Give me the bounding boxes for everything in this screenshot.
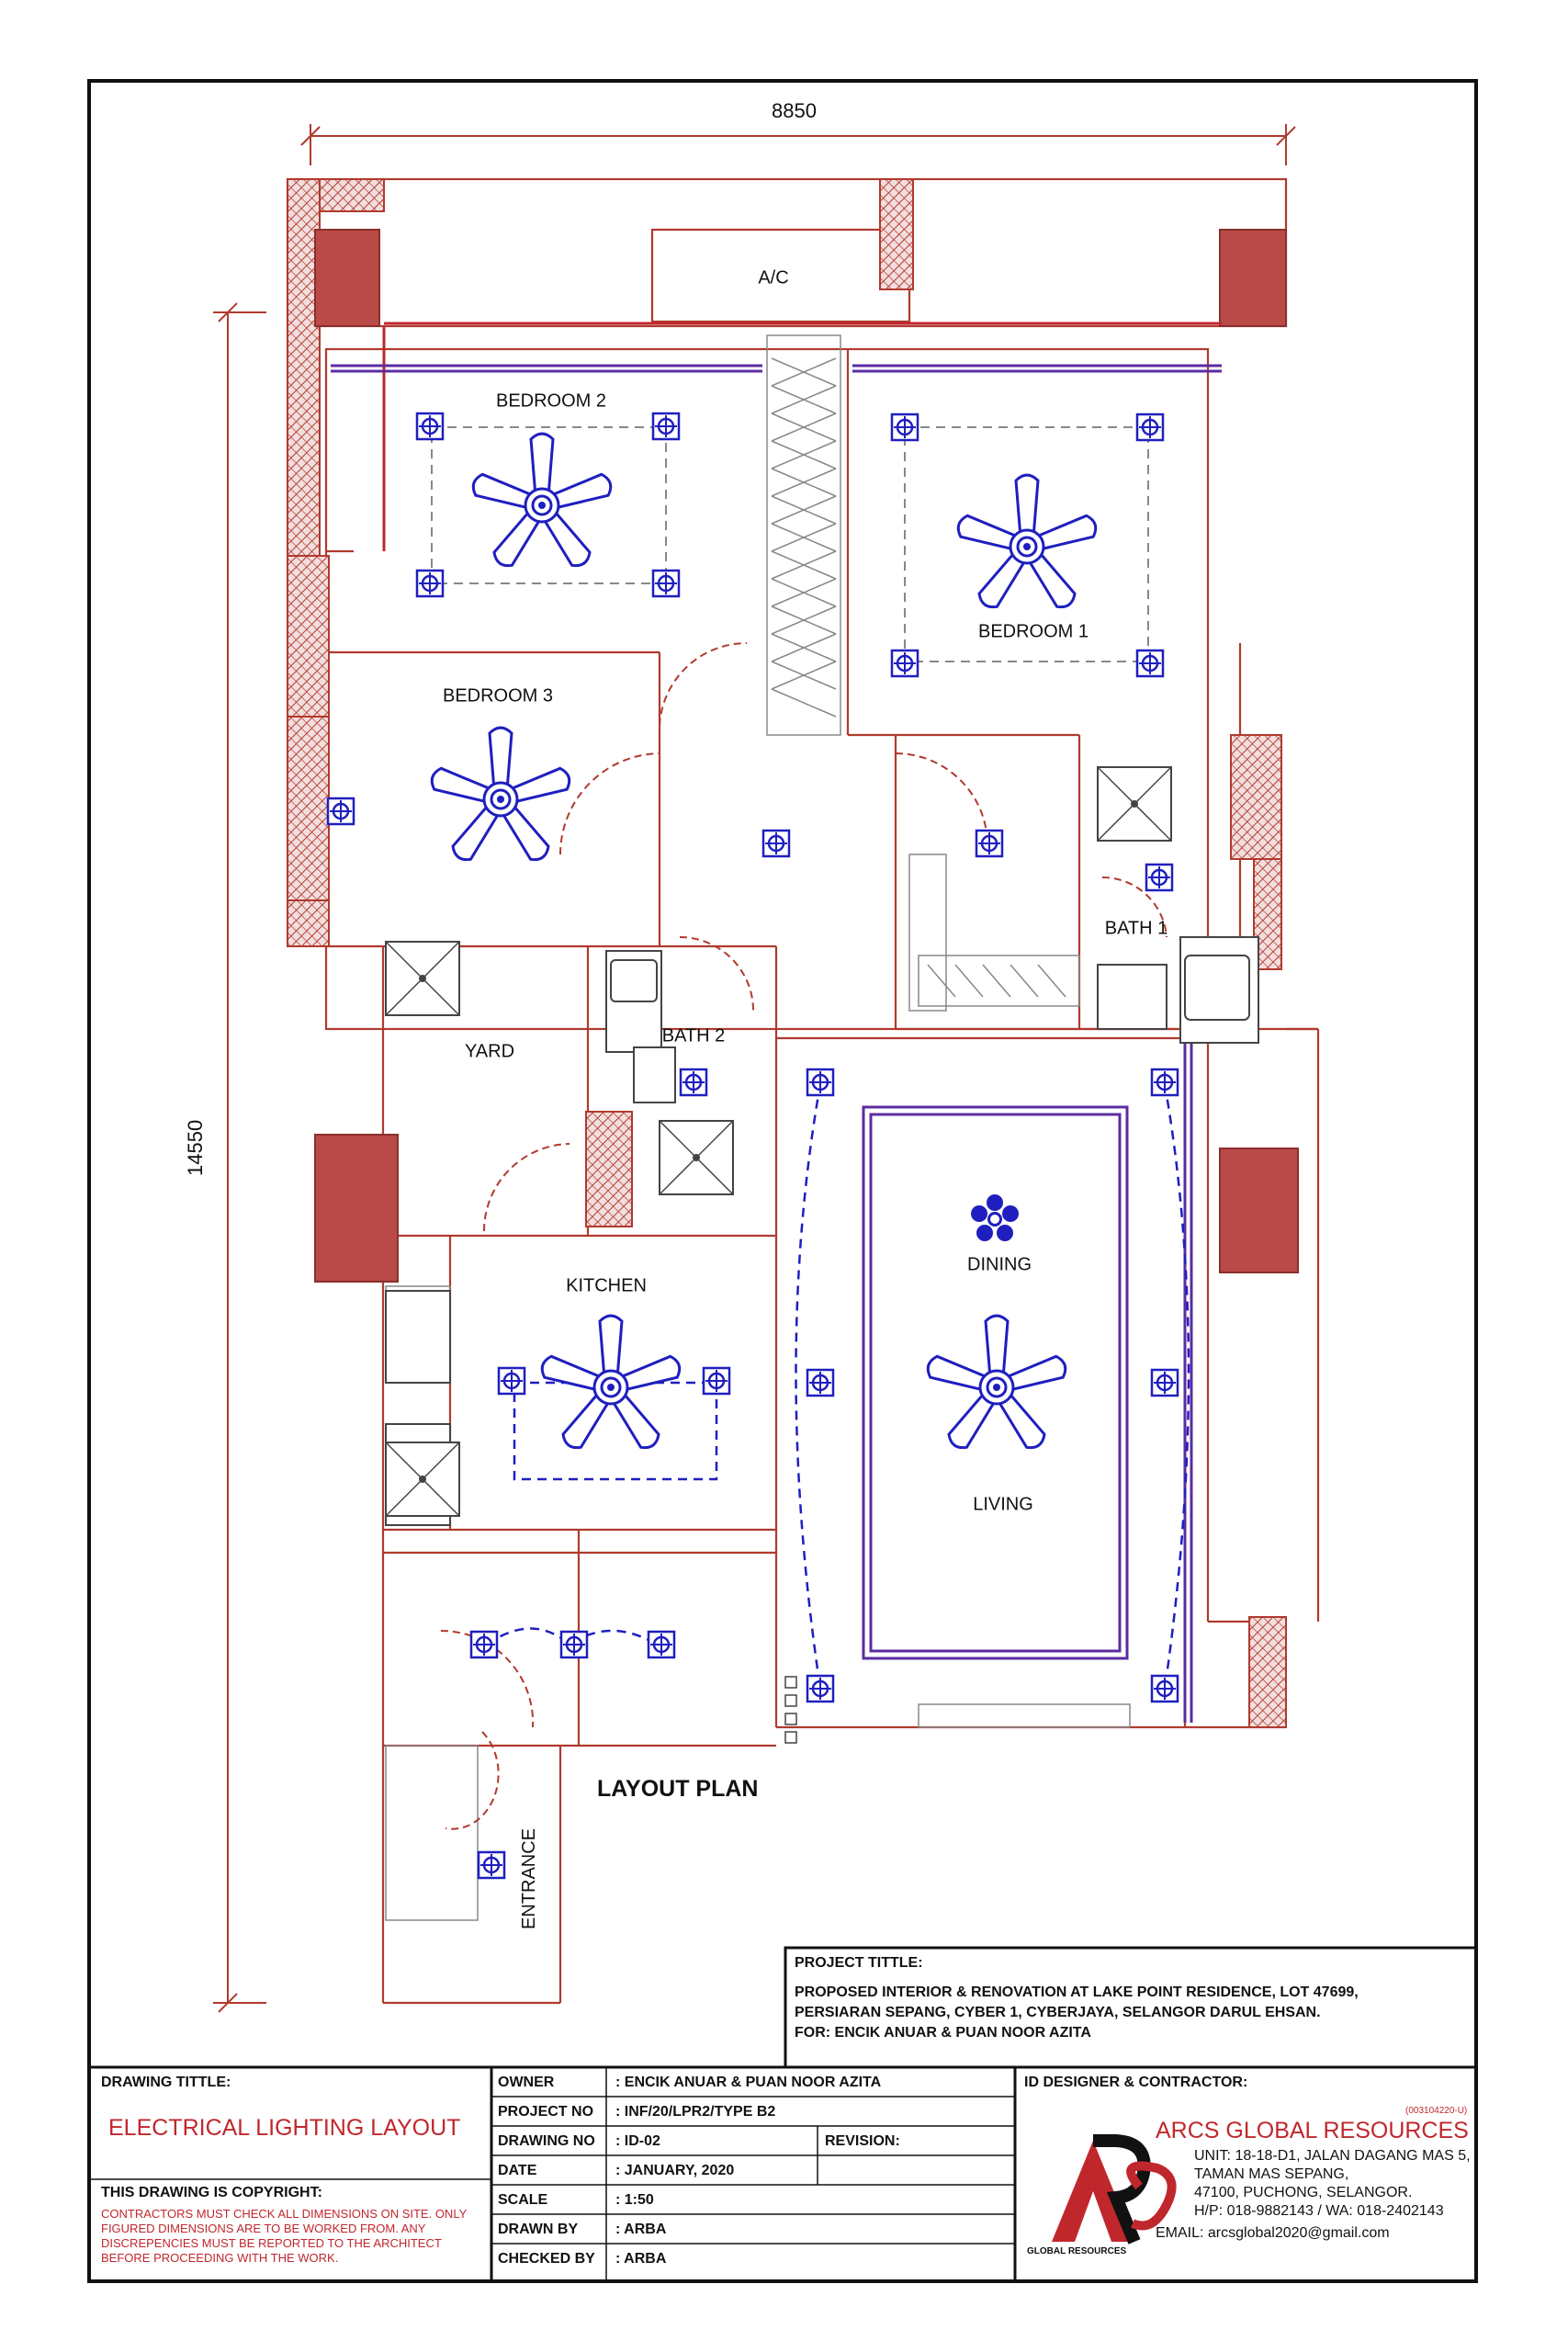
switch-panel bbox=[784, 1676, 797, 1744]
info-value-date: : JANUARY, 2020 bbox=[615, 2163, 735, 2178]
room-ac: A/C bbox=[758, 267, 789, 288]
dimension-height: 14550 bbox=[184, 1119, 207, 1176]
title-block-grid bbox=[89, 1946, 1478, 2281]
room-yard: YARD bbox=[464, 1041, 515, 1062]
info-key-drawn-by: DRAWN BY bbox=[498, 2222, 579, 2237]
project-title-label: PROJECT TITTLE: bbox=[795, 1955, 923, 1971]
pendant-light bbox=[971, 1194, 1019, 1241]
revision-label: REVISION: bbox=[825, 2133, 900, 2149]
contractor-addr-2: TAMAN MAS SEPANG, bbox=[1194, 2166, 1349, 2182]
info-value-owner: : ENCIK ANUAR & PUAN NOOR AZITA bbox=[615, 2075, 882, 2090]
copyright-label: THIS DRAWING IS COPYRIGHT: bbox=[101, 2185, 322, 2200]
project-line-3: FOR: ENCIK ANUAR & PUAN NOOR AZITA bbox=[795, 2025, 1091, 2041]
company-logo bbox=[1052, 2134, 1177, 2245]
room-living: LIVING bbox=[973, 1494, 1033, 1515]
dimension-width: 8850 bbox=[772, 99, 817, 122]
info-value-drawing-no: : ID-02 bbox=[615, 2133, 660, 2149]
structural-columns bbox=[314, 229, 1299, 1283]
project-line-1: PROPOSED INTERIOR & RENOVATION AT LAKE P… bbox=[795, 1984, 1359, 2000]
contractor-phone: H/P: 018-9882143 / WA: 018-2402143 bbox=[1194, 2203, 1444, 2219]
window-line bbox=[382, 322, 1222, 551]
room-dining: DINING bbox=[967, 1254, 1032, 1275]
contractor-email: EMAIL: arcsglobal2020@gmail.com bbox=[1156, 2225, 1390, 2241]
info-value-drawn-by: : ARBA bbox=[615, 2222, 667, 2237]
contractor-addr-1: UNIT: 18-18-D1, JALAN DAGANG MAS 5, bbox=[1194, 2148, 1471, 2164]
ceiling-fans bbox=[427, 432, 1100, 1453]
drawing-title-label: DRAWING TITTLE: bbox=[101, 2075, 231, 2090]
info-value-scale: : 1:50 bbox=[615, 2192, 654, 2208]
plan-title: LAYOUT PLAN bbox=[597, 1776, 759, 1802]
info-key-owner: OWNER bbox=[498, 2075, 555, 2090]
room-kitchen: KITCHEN bbox=[566, 1275, 647, 1296]
room-bath-1: BATH 1 bbox=[1104, 918, 1168, 939]
room-entrance: ENTRANCE bbox=[519, 1827, 539, 1929]
room-bedroom-3: BEDROOM 3 bbox=[442, 685, 554, 707]
info-value-project-no: : INF/20/LPR2/TYPE B2 bbox=[615, 2104, 776, 2120]
drawing-frame bbox=[87, 79, 1478, 2283]
contractor-addr-3: 47100, PUCHONG, SELANGOR. bbox=[1194, 2185, 1413, 2200]
drawing-title: ELECTRICAL LIGHTING LAYOUT bbox=[108, 2115, 461, 2141]
info-key-checked-by: CHECKED BY bbox=[498, 2251, 595, 2267]
contractor-name: ARCS GLOBAL RESOURCES bbox=[1156, 2118, 1469, 2143]
hatched-walls bbox=[287, 178, 1287, 1728]
info-key-scale: SCALE bbox=[498, 2192, 548, 2208]
logo-text: GLOBAL RESOURCES bbox=[1027, 2246, 1127, 2256]
room-bedroom-1: BEDROOM 1 bbox=[977, 621, 1089, 642]
contractor-reg: (003104220-U) bbox=[1405, 2106, 1468, 2116]
room-bath-2: BATH 2 bbox=[661, 1025, 726, 1046]
info-value-checked-by: : ARBA bbox=[615, 2251, 667, 2267]
info-key-project-no: PROJECT NO bbox=[498, 2104, 594, 2120]
curtain-tracks bbox=[331, 364, 1222, 1723]
bath-fixtures bbox=[385, 936, 1259, 1526]
copyright-note: CONTRACTORS MUST CHECK ALL DIMENSIONS ON… bbox=[101, 2207, 468, 2265]
contractor-label: ID DESIGNER & CONTRACTOR: bbox=[1024, 2075, 1248, 2090]
doors bbox=[440, 641, 1168, 1830]
ceiling-outline bbox=[431, 426, 1149, 662]
project-line-2: PERSIARAN SEPANG, CYBER 1, CYBERJAYA, SE… bbox=[795, 2005, 1321, 2020]
dimension-lines bbox=[213, 124, 1296, 2013]
room-bedroom-2: BEDROOM 2 bbox=[495, 390, 607, 412]
info-key-drawing-no: DRAWING NO bbox=[498, 2133, 595, 2149]
info-key-date: DATE bbox=[498, 2163, 537, 2178]
